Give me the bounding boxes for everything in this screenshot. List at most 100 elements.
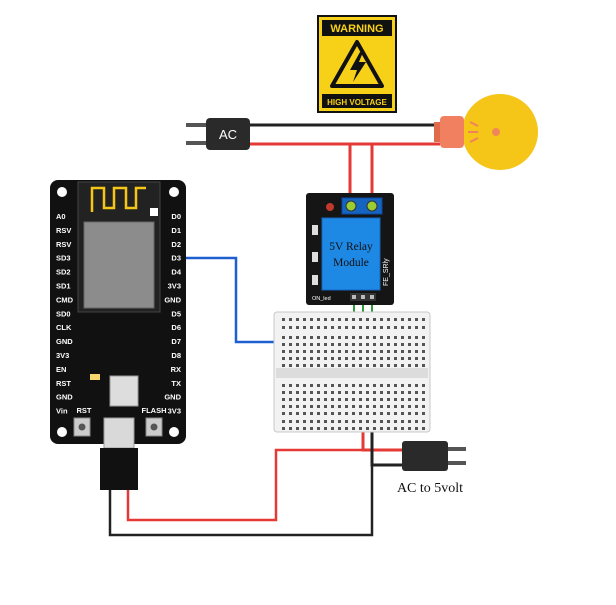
- breadboard-hole: [359, 318, 362, 321]
- breadboard-hole: [422, 357, 425, 360]
- pin-label-d0: D0: [171, 212, 181, 221]
- breadboard-hole: [387, 420, 390, 423]
- pin-label-d5: D5: [171, 309, 181, 318]
- lightning-bolt-icon: [350, 52, 366, 82]
- breadboard-hole: [352, 398, 355, 401]
- breadboard-hole: [415, 357, 418, 360]
- pin-label-d7: D7: [171, 337, 181, 346]
- breadboard-hole: [359, 326, 362, 329]
- breadboard-hole: [401, 357, 404, 360]
- breadboard-hole: [380, 420, 383, 423]
- breadboard-hole: [366, 350, 369, 353]
- pin-label-3v3: 3V3: [168, 282, 181, 291]
- breadboard-hole: [394, 427, 397, 430]
- warning-subtitle: HIGH VOLTAGE: [327, 98, 387, 107]
- breadboard-hole: [366, 412, 369, 415]
- breadboard-hole: [373, 405, 376, 408]
- warning-title: WARNING: [330, 23, 383, 35]
- breadboard-hole: [324, 336, 327, 339]
- breadboard-hole: [331, 357, 334, 360]
- breadboard-hole: [352, 357, 355, 360]
- breadboard-hole: [345, 405, 348, 408]
- breadboard-hole: [317, 405, 320, 408]
- breadboard-hole: [289, 427, 292, 430]
- breadboard-hole: [359, 420, 362, 423]
- breadboard-hole: [415, 350, 418, 353]
- breadboard-hole: [345, 326, 348, 329]
- breadboard-hole: [331, 384, 334, 387]
- breadboard-hole: [296, 384, 299, 387]
- breadboard-hole: [345, 412, 348, 415]
- breadboard-hole: [345, 427, 348, 430]
- breadboard-hole: [303, 427, 306, 430]
- breadboard-hole: [310, 384, 313, 387]
- breadboard-hole: [324, 412, 327, 415]
- breadboard-hole: [345, 364, 348, 367]
- breadboard-hole: [380, 326, 383, 329]
- breadboard-hole: [303, 405, 306, 408]
- breadboard-hole: [317, 343, 320, 346]
- breadboard-hole: [345, 398, 348, 401]
- breadboard-hole: [331, 412, 334, 415]
- breadboard-hole: [366, 391, 369, 394]
- breadboard-hole: [324, 326, 327, 329]
- breadboard-hole: [380, 391, 383, 394]
- breadboard-hole: [296, 350, 299, 353]
- breadboard-hole: [422, 343, 425, 346]
- breadboard-hole: [303, 384, 306, 387]
- pin-label-sd0: SD0: [56, 309, 71, 318]
- breadboard-hole: [366, 427, 369, 430]
- breadboard-hole: [282, 364, 285, 367]
- breadboard-hole: [324, 420, 327, 423]
- breadboard-hole: [366, 398, 369, 401]
- breadboard-hole: [366, 326, 369, 329]
- breadboard-hole: [331, 391, 334, 394]
- breadboard-hole: [401, 336, 404, 339]
- breadboard-hole: [310, 391, 313, 394]
- breadboard-hole: [394, 326, 397, 329]
- breadboard-hole: [408, 420, 411, 423]
- breadboard-hole: [303, 420, 306, 423]
- breadboard-hole: [282, 412, 285, 415]
- breadboard-hole: [359, 405, 362, 408]
- pin-label-gnd: GND: [164, 393, 181, 402]
- breadboard-hole: [303, 412, 306, 415]
- pin-label-cmd: CMD: [56, 295, 74, 304]
- breadboard-hole: [394, 364, 397, 367]
- breadboard-hole: [387, 350, 390, 353]
- breadboard-hole: [415, 384, 418, 387]
- breadboard-hole: [380, 336, 383, 339]
- pin-label-3v3: 3V3: [168, 407, 181, 416]
- breadboard-hole: [373, 412, 376, 415]
- breadboard-hole: [331, 350, 334, 353]
- breadboard-hole: [387, 343, 390, 346]
- breadboard-hole: [415, 364, 418, 367]
- breadboard-hole: [401, 364, 404, 367]
- breadboard-hole: [394, 420, 397, 423]
- breadboard-hole: [296, 364, 299, 367]
- breadboard-hole: [394, 350, 397, 353]
- ac-plug: AC: [186, 118, 250, 150]
- breadboard-hole: [296, 343, 299, 346]
- breadboard-hole: [352, 326, 355, 329]
- breadboard-hole: [310, 420, 313, 423]
- breadboard-hole: [359, 343, 362, 346]
- relay-label-line1: 5V Relay: [329, 241, 373, 253]
- breadboard-hole: [296, 357, 299, 360]
- breadboard-hole: [352, 412, 355, 415]
- breadboard-hole: [401, 391, 404, 394]
- breadboard-hole: [359, 364, 362, 367]
- breadboard-hole: [366, 405, 369, 408]
- breadboard-hole: [422, 427, 425, 430]
- breadboard-hole: [394, 318, 397, 321]
- breadboard-hole: [394, 343, 397, 346]
- breadboard-hole: [282, 405, 285, 408]
- breadboard-hole: [408, 343, 411, 346]
- breadboard-hole: [401, 398, 404, 401]
- breadboard-hole: [366, 357, 369, 360]
- breadboard-hole: [303, 343, 306, 346]
- pin-label-3v3: 3V3: [56, 351, 69, 360]
- breadboard-hole: [317, 412, 320, 415]
- breadboard-hole: [345, 343, 348, 346]
- breadboard-hole: [289, 420, 292, 423]
